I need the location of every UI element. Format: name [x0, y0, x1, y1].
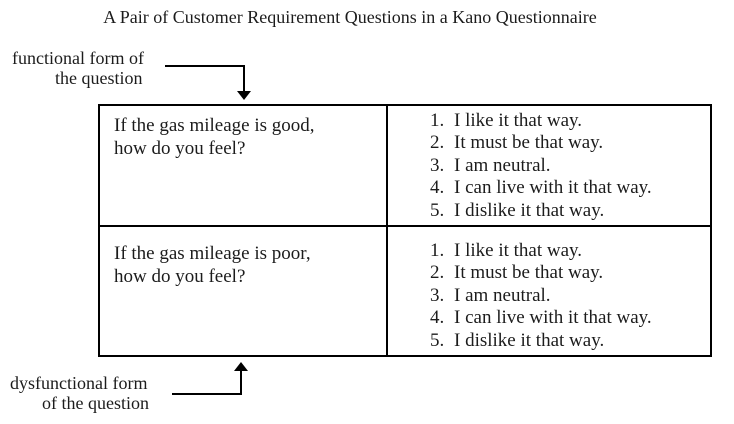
option-text: I can live with it that way. — [454, 307, 652, 329]
answers-cell-functional: 1. I like it that way. 2. It must be that w… — [388, 106, 710, 225]
question-text-line2: how do you feel? — [114, 138, 246, 159]
option-text: I am neutral. — [454, 154, 551, 176]
dysfunctional-form-label: dysfunctional form of the question — [10, 373, 149, 413]
functional-form-label-line1: functional form of — [12, 48, 144, 68]
answer-option: 2. It must be that way. — [430, 132, 706, 154]
answer-options-list: 1. I like it that way. 2. It must be that w… — [430, 110, 706, 222]
questionnaire-table: If the gas mileage is good, how do you f… — [98, 104, 712, 357]
question-text-line1: If the gas mileage is good, — [114, 115, 315, 136]
functional-connector-horizontal-line — [165, 65, 245, 67]
answer-option: 3. I am neutral. — [430, 155, 706, 177]
dysfunctional-connector-vertical-line — [240, 370, 242, 395]
option-text: I can live with it that way. — [454, 177, 652, 199]
option-text: It must be that way. — [454, 132, 604, 154]
question-text-line2: how do you feel? — [114, 266, 246, 287]
option-number: 1. — [430, 240, 445, 261]
table-row-functional: If the gas mileage is good, how do you f… — [100, 106, 710, 227]
option-number: 4. — [430, 177, 445, 199]
answer-option: 1. I like it that way. — [430, 240, 706, 262]
functional-form-label: functional form of the question — [12, 48, 144, 88]
option-text: I like it that way. — [454, 110, 583, 131]
option-number: 4. — [430, 307, 445, 329]
answer-option: 4. I can live with it that way. — [430, 177, 706, 199]
option-number: 3. — [430, 284, 445, 306]
question-cell-functional: If the gas mileage is good, how do you f… — [100, 106, 388, 225]
answer-option: 2. It must be that way. — [430, 262, 706, 284]
figure-title: A Pair of Customer Requirement Questions… — [103, 7, 597, 27]
answers-cell-dysfunctional: 1. I like it that way. 2. It must be that w… — [388, 227, 710, 355]
arrow-down-icon — [237, 91, 251, 100]
arrow-up-icon — [234, 362, 248, 371]
question-cell-dysfunctional: If the gas mileage is poor, how do you f… — [100, 227, 388, 355]
option-text: I dislike it that way. — [454, 199, 605, 221]
answer-option: 1. I like it that way. — [430, 110, 706, 132]
answer-option: 5. I dislike it that way. — [430, 200, 706, 222]
table-row-dysfunctional: If the gas mileage is poor, how do you f… — [100, 227, 710, 355]
option-text: I am neutral. — [454, 284, 551, 306]
option-number: 2. — [430, 132, 445, 154]
option-number: 2. — [430, 262, 445, 284]
dysfunctional-form-label-line1: dysfunctional form — [10, 373, 148, 393]
answer-option: 4. I can live with it that way. — [430, 307, 706, 329]
option-text: I like it that way. — [454, 240, 583, 261]
answer-options-list: 1. I like it that way. 2. It must be that w… — [430, 240, 706, 352]
functional-connector-vertical-line — [243, 65, 245, 92]
question-text-line1: If the gas mileage is poor, — [114, 243, 311, 264]
answer-option: 5. I dislike it that way. — [430, 330, 706, 352]
option-text: I dislike it that way. — [454, 329, 605, 351]
option-number: 5. — [430, 199, 445, 221]
functional-form-label-line2: the question — [55, 68, 143, 88]
option-number: 5. — [430, 329, 445, 351]
dysfunctional-form-label-line2: of the question — [42, 393, 149, 413]
option-number: 1. — [430, 110, 445, 131]
option-number: 3. — [430, 154, 445, 176]
answer-option: 3. I am neutral. — [430, 285, 706, 307]
option-text: It must be that way. — [454, 262, 604, 284]
dysfunctional-connector-horizontal-line — [172, 393, 242, 395]
